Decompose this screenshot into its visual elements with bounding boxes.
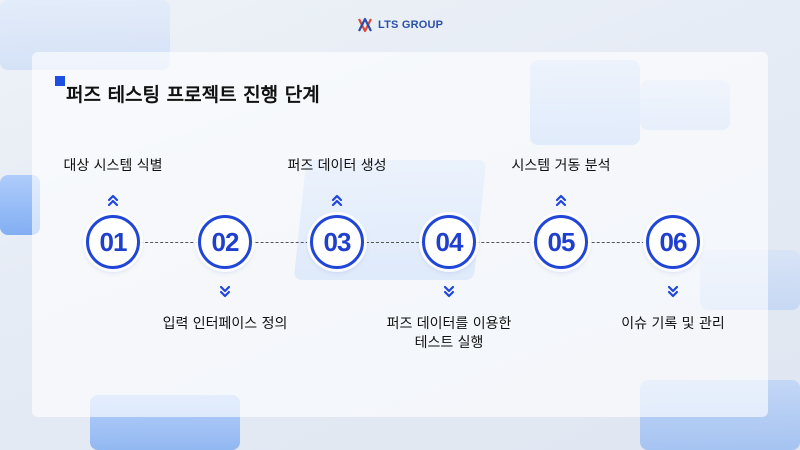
chevron-down-icon (667, 285, 679, 298)
step-circle-04: 04 (422, 215, 476, 269)
logo-mark-icon (358, 17, 372, 33)
step-label-04: 퍼즈 데이터를 이용한 테스트 실행 (359, 315, 539, 353)
step-circle-03: 03 (310, 215, 364, 269)
step-circle-05: 05 (534, 215, 588, 269)
brand-name: LTS GROUP (378, 19, 444, 31)
step-label-03: 퍼즈 데이터 생성 (287, 158, 387, 174)
step-label-01: 대상 시스템 식별 (63, 158, 163, 174)
page-title: 퍼즈 테스팅 프로젝트 진행 단계 (66, 84, 320, 106)
step-label-06: 이슈 기록 및 관리 (621, 316, 725, 332)
step-circle-02: 02 (198, 215, 252, 269)
chevron-up-icon (555, 194, 567, 207)
chevron-down-icon (443, 285, 455, 298)
step-circle-06: 06 (646, 215, 700, 269)
chevron-up-icon (331, 194, 343, 207)
title-square-icon (55, 76, 65, 86)
step-circle-01: 01 (86, 215, 140, 269)
step-label-04-line1: 퍼즈 데이터를 이용한 (386, 316, 512, 332)
brand-logo: LTS GROUP (357, 16, 443, 34)
timeline-dashed-line (110, 242, 680, 243)
content-panel (32, 52, 768, 417)
step-label-04-line2: 테스트 실행 (414, 335, 484, 351)
chevron-up-icon (107, 194, 119, 207)
chevron-down-icon (219, 285, 231, 298)
step-label-05: 시스템 거동 분석 (511, 158, 611, 174)
step-label-02: 입력 인터페이스 정의 (162, 316, 288, 332)
